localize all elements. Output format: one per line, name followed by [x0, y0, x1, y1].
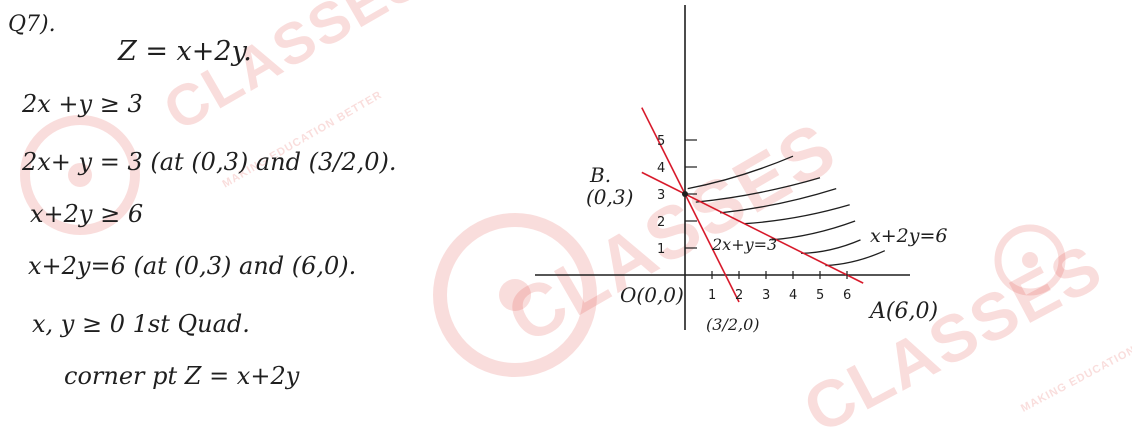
constraint-2: x+2y ≥ 6 [30, 200, 144, 228]
constraint-2-line: x+2y=6 (at (0,3) and (6,0). [28, 252, 357, 280]
y-tick-label: 4 [657, 161, 665, 176]
line-2-label: x+2y=6 [870, 225, 947, 247]
constraint-1: 2x +y ≥ 3 [22, 90, 143, 118]
x-tick-label: 5 [816, 288, 824, 303]
question-label: Q7). [8, 12, 56, 37]
watermark-brand: CLASSES [153, 0, 435, 144]
line-2x-plus-y-3 [641, 107, 740, 303]
feasible-region-hatch [801, 239, 861, 255]
y-tick-label: 1 [657, 242, 665, 257]
point-b-coords: (0,3) [586, 185, 633, 209]
point-a-label: A(6,0) [868, 299, 938, 324]
x-tick-label: 1 [708, 288, 716, 303]
point-b-name: B. [589, 163, 611, 187]
x-intercept-label: (3/2,0) [706, 315, 760, 334]
y-tick-label: 2 [657, 215, 665, 230]
feasible-region-hatch [744, 204, 850, 225]
x-tick-label: 3 [762, 288, 770, 303]
feasible-region-hatch [695, 177, 821, 203]
feasible-region-hatch [687, 155, 794, 190]
line-x-plus-2y-6 [641, 171, 864, 284]
y-tick-label: 5 [657, 134, 665, 149]
corner-point-header: corner pt Z = x+2y [64, 362, 300, 390]
constraint-1-line: 2x+ y = 3 (at (0,3) and (3/2,0). [22, 148, 397, 176]
feasible-region-graph: 1 2 3 4 5 6 1 2 3 4 5 O(0,0) B. (0,3) A(6,0) 2x+y=… [535, 5, 947, 334]
objective-function: Z = x+2y. [118, 36, 252, 67]
feasible-region-hatch [771, 220, 856, 241]
x-tick-label: 4 [789, 288, 797, 303]
non-negativity: x, y ≥ 0 1st Quad. [32, 310, 250, 338]
origin-label: O(0,0) [620, 283, 684, 307]
line-1-label: 2x+y=3 [711, 235, 777, 254]
feasible-region-hatch [825, 250, 886, 267]
feasible-region-hatch [720, 187, 837, 214]
y-tick-label: 3 [657, 188, 665, 203]
x-tick-label: 2 [735, 288, 743, 303]
x-tick-label: 6 [843, 288, 851, 303]
watermark-top: CLASSES [153, 0, 436, 145]
